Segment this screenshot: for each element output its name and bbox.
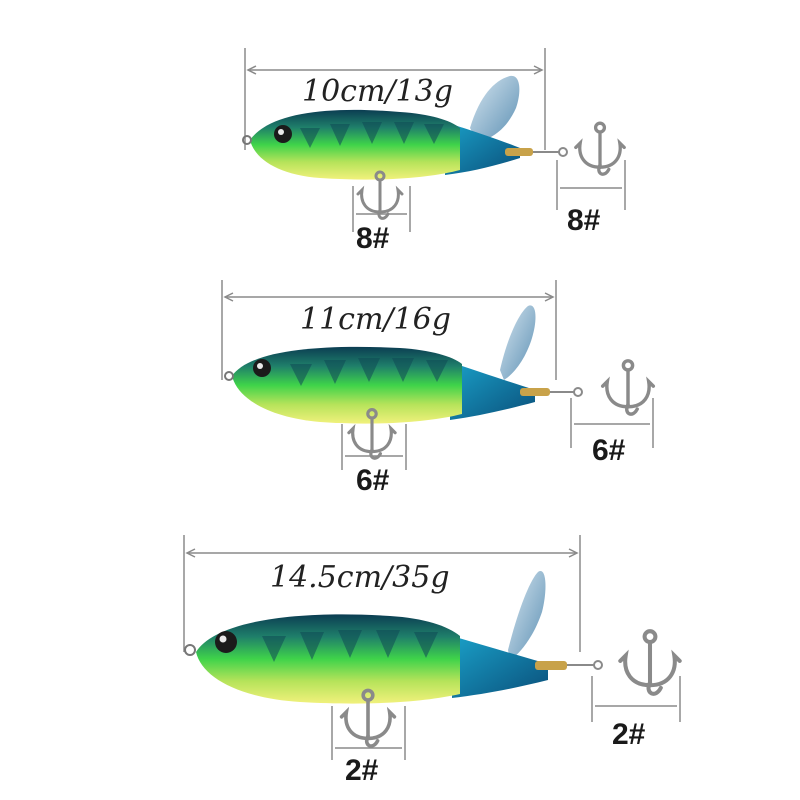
belly-hook-label-1: 8# — [356, 222, 390, 255]
lure-body-3 — [196, 614, 460, 704]
propeller-icon — [500, 305, 536, 380]
tail-treble-hook-icon — [620, 631, 679, 694]
lure-body-1 — [250, 109, 460, 180]
lure-body-2 — [232, 346, 462, 424]
tail-treble-hook-icon — [600, 359, 656, 416]
lure-1 — [242, 48, 626, 232]
eye-icon — [215, 631, 237, 653]
tail-hook-label-2: 6# — [592, 434, 626, 467]
size-label-1: 10cm/13g — [302, 74, 453, 109]
size-label-2: 11cm/16g — [300, 302, 451, 337]
length-measure-1 — [244, 48, 546, 150]
tail-hook-label-1: 8# — [567, 204, 601, 237]
propeller-icon — [508, 571, 546, 660]
lure-2 — [221, 280, 656, 470]
belly-hook-label-2: 6# — [356, 464, 390, 497]
propeller-icon — [470, 75, 520, 142]
size-label-3: 14.5cm/35g — [270, 560, 450, 595]
tail-hook-label-3: 2# — [612, 718, 646, 751]
belly-hook-label-3: 2# — [345, 754, 379, 787]
lure-3 — [183, 535, 680, 760]
tail-treble-hook-icon — [574, 121, 626, 176]
